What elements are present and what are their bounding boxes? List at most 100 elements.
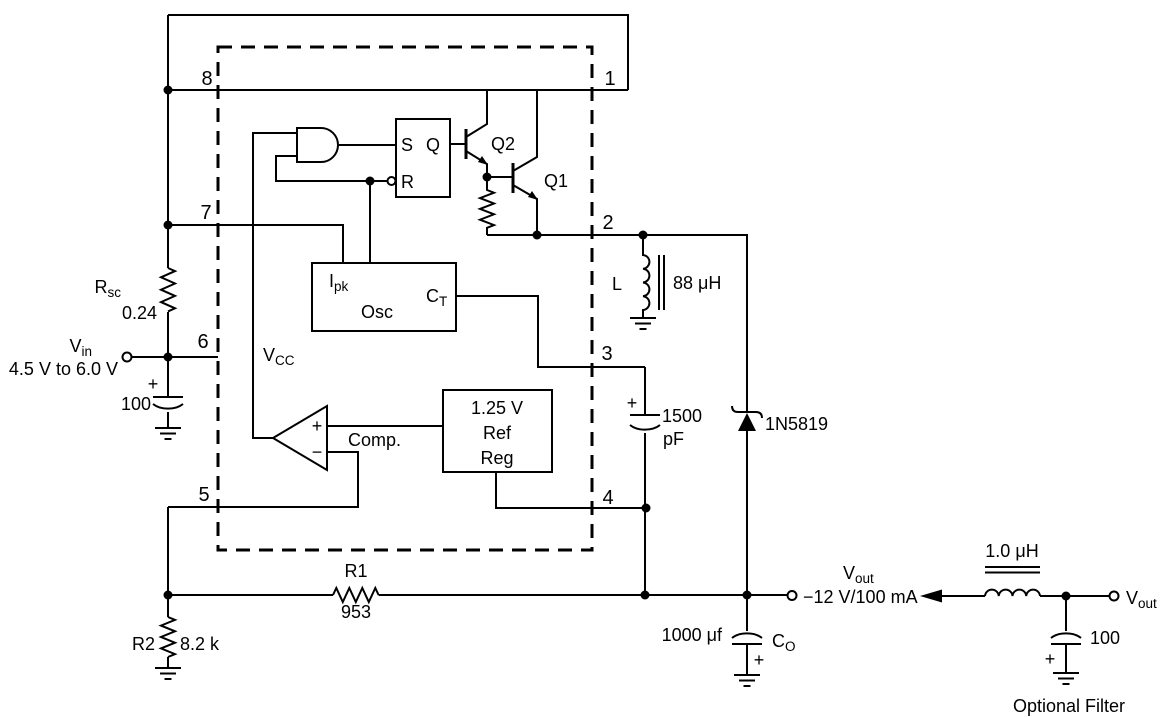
vin-terminal: Vin 4.5 V to 6.0 V (9, 336, 133, 379)
latch-s-label: S (401, 135, 413, 155)
q1-label: Q1 (544, 171, 568, 191)
pin-label-7: 7 (200, 202, 211, 224)
q1-collector (512, 90, 538, 172)
wire-ref-to-pin4 (495, 472, 646, 509)
input-cap-curved-plate (152, 403, 184, 410)
q2-emitter-arrow (478, 156, 488, 165)
diode-schottky-hooks (731, 405, 763, 419)
ref-line1: 1.25 V (471, 398, 523, 418)
rsc-resistor: Rsc 0.24 (95, 267, 178, 323)
filter-inductor-value: 1.0 μH (985, 541, 1038, 561)
output-cap-plus: + (754, 650, 765, 670)
q2-label: Q2 (491, 134, 515, 154)
vout-label: Vout (843, 563, 874, 586)
wire-top-loop (168, 14, 629, 90)
ref-reg-block: 1.25 V Ref Reg (442, 389, 553, 473)
vcc-label: VCC (263, 345, 295, 368)
junction-dots (163, 85, 1071, 601)
junction-dot (532, 230, 542, 240)
comparator-label: Comp. (348, 430, 401, 450)
filter-cap-plus: + (1045, 649, 1056, 669)
wire-comp-out-to-and (252, 132, 297, 439)
vin-range: 4.5 V to 6.0 V (9, 359, 118, 379)
latch-q-label: Q (426, 135, 440, 155)
q1-emitter-arrow (528, 191, 538, 200)
ipk-label: Ipk (329, 271, 349, 294)
q1-base-resistor (477, 177, 497, 235)
r1-zigzag (332, 585, 380, 605)
wire-ct-to-pin3 (456, 295, 645, 368)
diode-triangle (738, 413, 756, 431)
inductor-coil (642, 235, 651, 318)
input-cap-plus: + (148, 374, 159, 394)
wire-pin7-to-ipk (168, 224, 344, 263)
osc-block: Ipk Osc CT (311, 262, 457, 332)
junction-dot (163, 352, 173, 362)
junction-dot (641, 503, 651, 513)
pin-label-3: 3 (601, 343, 612, 365)
ic-boundary (216, 45, 594, 552)
filter-vout-label: Vout (1126, 588, 1157, 611)
junction-dot (163, 590, 173, 600)
junction-dot (365, 176, 375, 186)
ref-reg-box (442, 389, 553, 473)
pin-label-5: 5 (198, 484, 209, 506)
arrow-left-icon (920, 589, 942, 603)
wire-filter (942, 595, 1110, 673)
r2-zigzag (158, 616, 178, 658)
r1-label: R1 (344, 561, 367, 581)
osc-box (311, 262, 457, 332)
junction-dot (1061, 591, 1071, 601)
pin-label-1: 1 (604, 68, 615, 90)
inductor-l: L 88 μH (612, 235, 721, 330)
sr-latch: S Q R (386, 118, 451, 198)
timing-capacitor: + 1500 pF (627, 393, 702, 449)
latch-r-label: R (401, 172, 414, 192)
comparator-plus: + (312, 416, 323, 436)
input-cap-value: 100 (121, 394, 151, 414)
ct-label: CT (426, 286, 447, 309)
timing-cap-unit: pF (663, 429, 684, 449)
comparator-body (271, 404, 328, 472)
wires (131, 14, 1110, 675)
pin-label-4: 4 (602, 487, 613, 509)
junction-dot (638, 230, 648, 240)
junction-dot (482, 172, 492, 182)
filter-inductor-core-bars (985, 566, 1040, 574)
inductor-value: 88 μH (673, 273, 721, 293)
osc-label: Osc (361, 302, 393, 322)
timing-cap-curved-plate (629, 424, 661, 431)
r2-label: R2 (132, 634, 155, 654)
q2-collector (465, 90, 488, 138)
rsc-zigzag (158, 267, 178, 313)
vout-terminal: Vout −12 V/100 mA (786, 563, 942, 607)
comparator: + − Comp. (271, 404, 401, 472)
pin-label-2: 2 (602, 212, 613, 234)
junction-dot (163, 85, 173, 95)
filter-cap-curved-plate (1050, 632, 1082, 639)
inductor-designator: L (612, 274, 622, 294)
vin-terminal-circle (121, 351, 133, 363)
latch-box (395, 118, 451, 198)
r2-resistor: R2 8.2 k (132, 616, 220, 680)
comparator-minus: − (312, 442, 323, 462)
diode-part-label: 1N5819 (765, 414, 828, 434)
input-capacitor: + 100 (121, 374, 184, 440)
output-cap-name: CO (772, 631, 796, 654)
ref-line3: Reg (480, 448, 513, 468)
ref-line2: Ref (483, 423, 512, 443)
and-gate (296, 127, 396, 163)
timing-cap-value: 1500 (662, 406, 702, 426)
r1-resistor: R1 953 (332, 561, 380, 622)
transistor-q1: Q1 (487, 90, 568, 235)
junction-dot (163, 220, 173, 230)
r1-value: 953 (341, 602, 371, 622)
vin-label: Vin (69, 336, 92, 359)
wire-and-to-reset (275, 155, 388, 182)
rsc-label: Rsc (95, 277, 122, 300)
and-gate-body (296, 127, 339, 163)
wire-pin2-rail (487, 234, 748, 412)
